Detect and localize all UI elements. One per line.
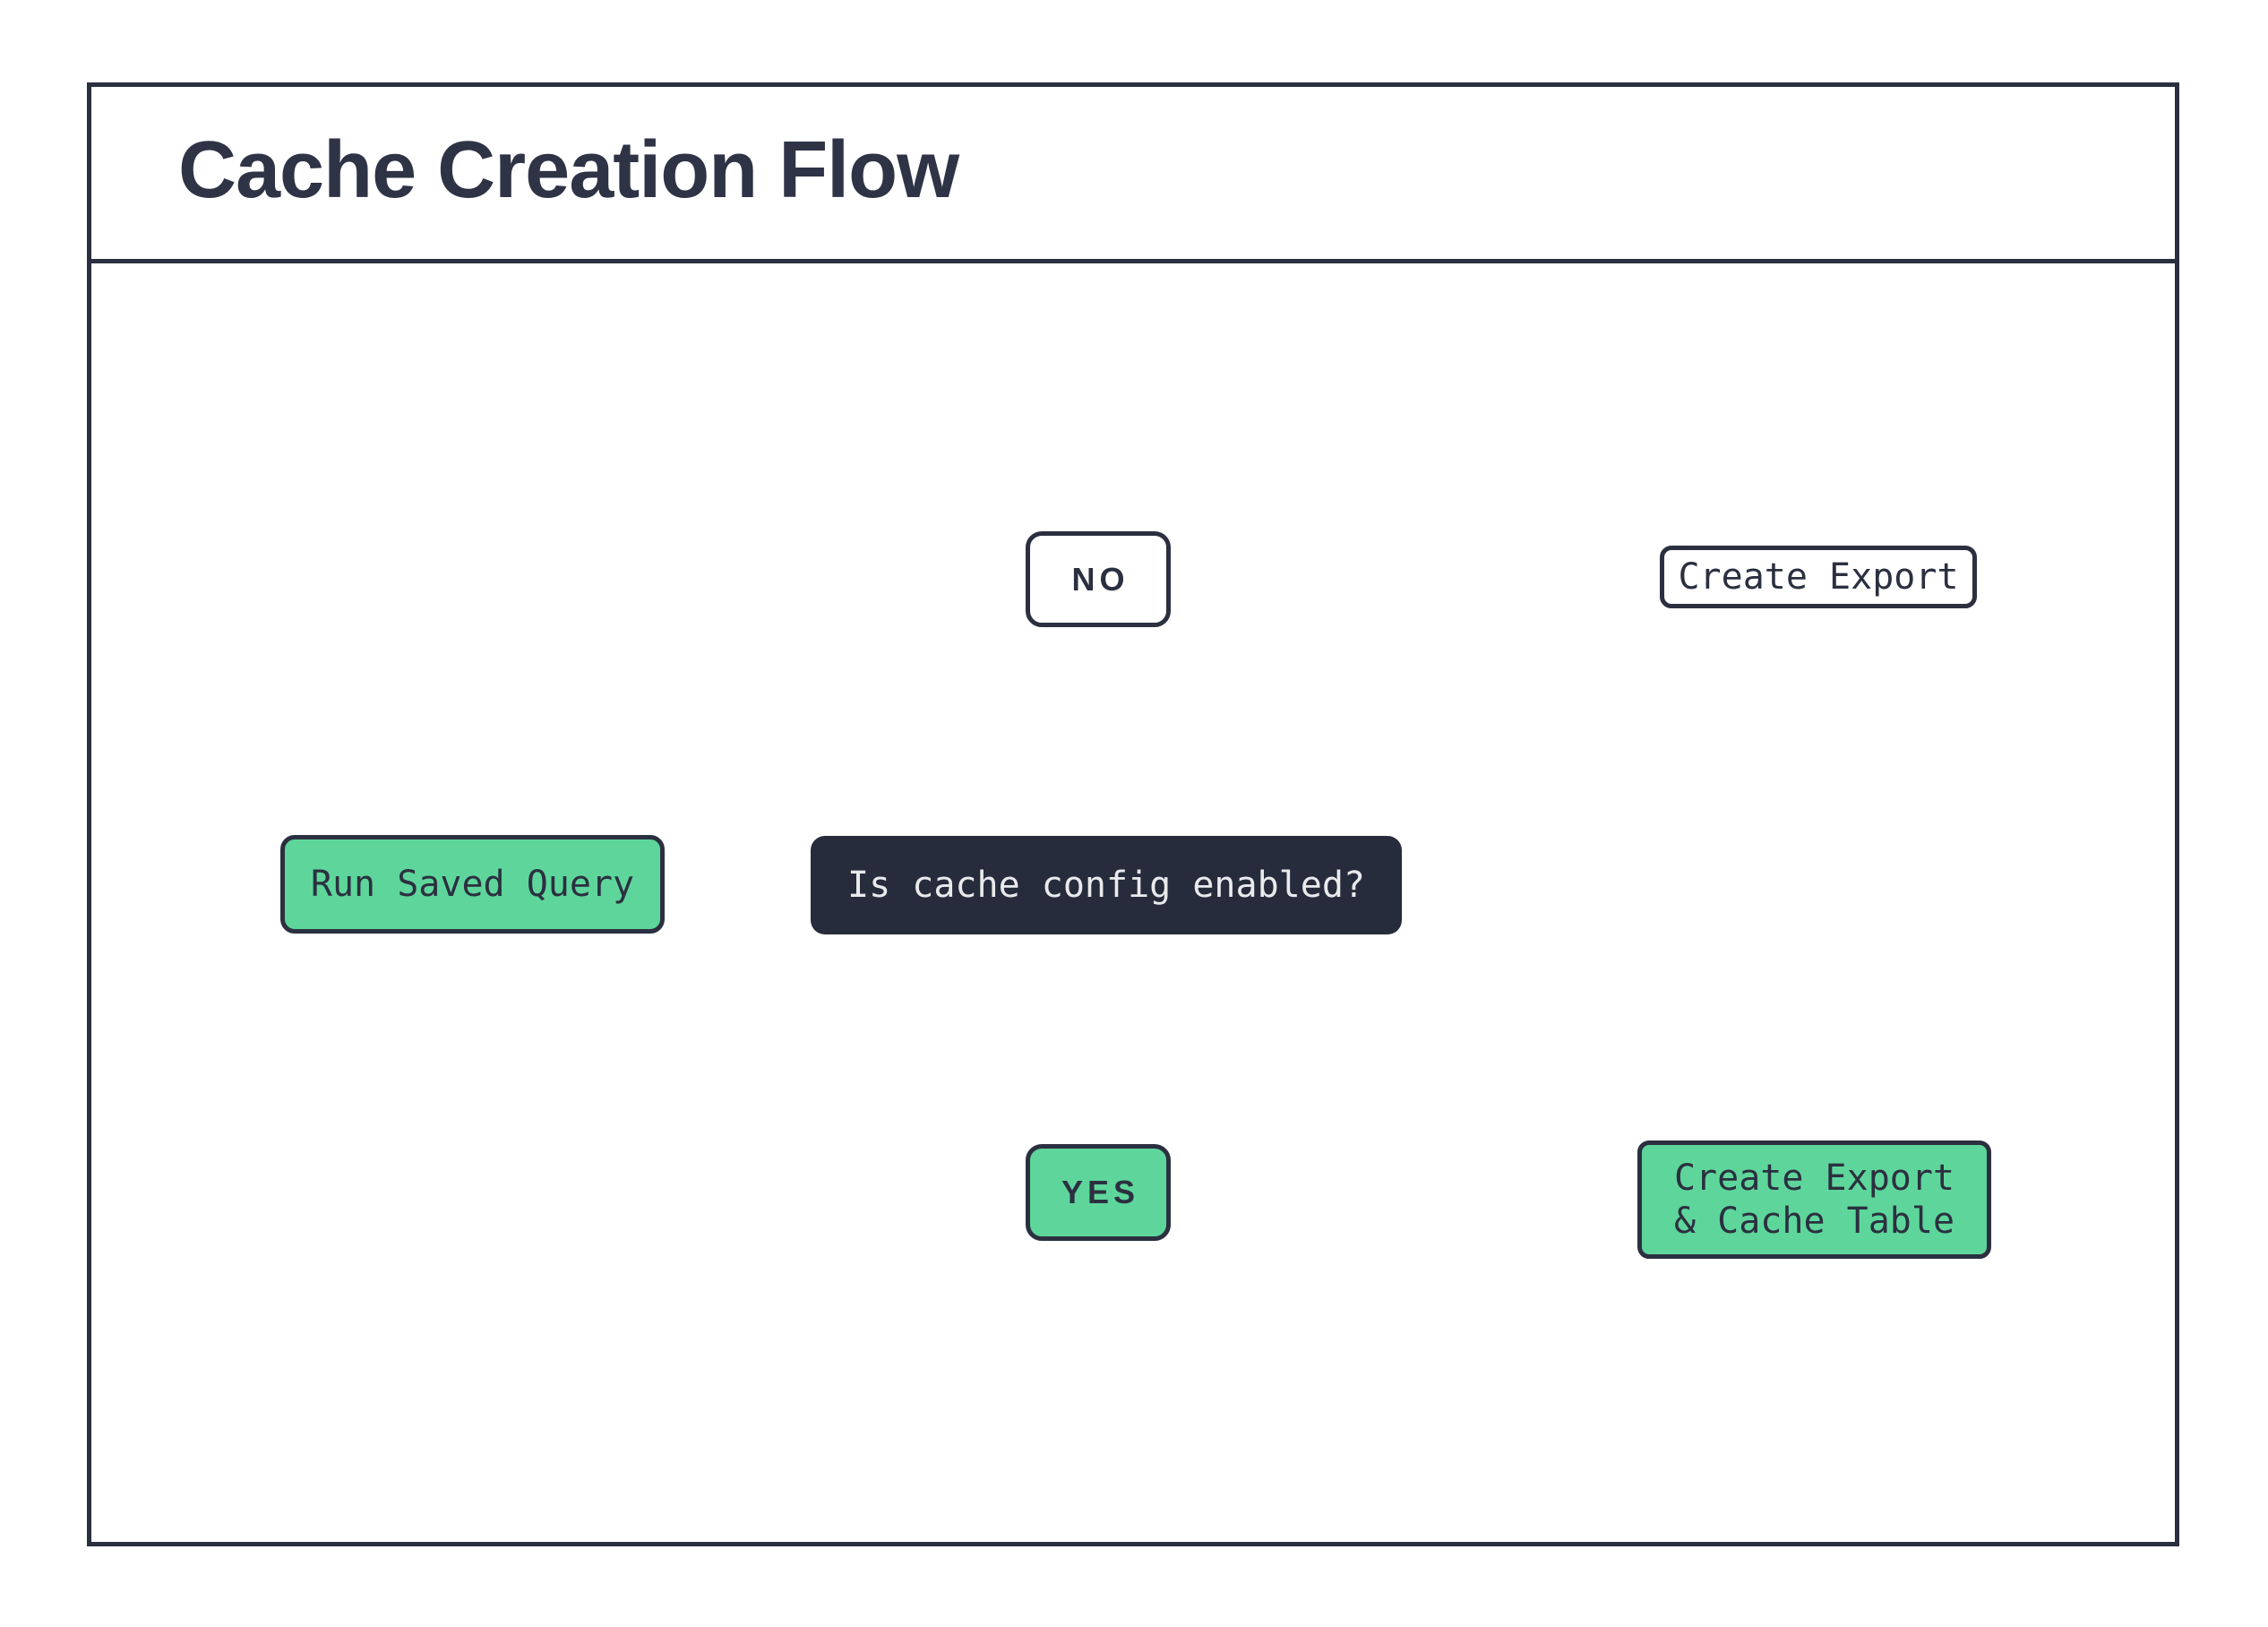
create-export-label: Create Export [1678,556,1959,598]
start-node: Run Saved Query [280,835,665,934]
no-branch-label: NO [1071,560,1130,598]
diagram-header: Cache Creation Flow [87,82,2179,263]
decision-node: Is cache config enabled? [811,836,1402,934]
create-export-cache-line2: & Cache Table [1673,1201,1955,1242]
no-branch-node: NO [1026,531,1171,627]
create-export-node: Create Export [1660,546,1977,608]
decision-node-label: Is cache config enabled? [847,865,1365,906]
create-export-cache-line1: Create Export [1673,1158,1955,1199]
diagram-frame [87,82,2179,1546]
yes-branch-label: YES [1061,1174,1140,1210]
page-title: Cache Creation Flow [178,125,959,215]
start-node-label: Run Saved Query [310,864,635,905]
create-export-cache-node: Create Export & Cache Table [1637,1141,1991,1259]
yes-branch-node: YES [1026,1144,1171,1241]
